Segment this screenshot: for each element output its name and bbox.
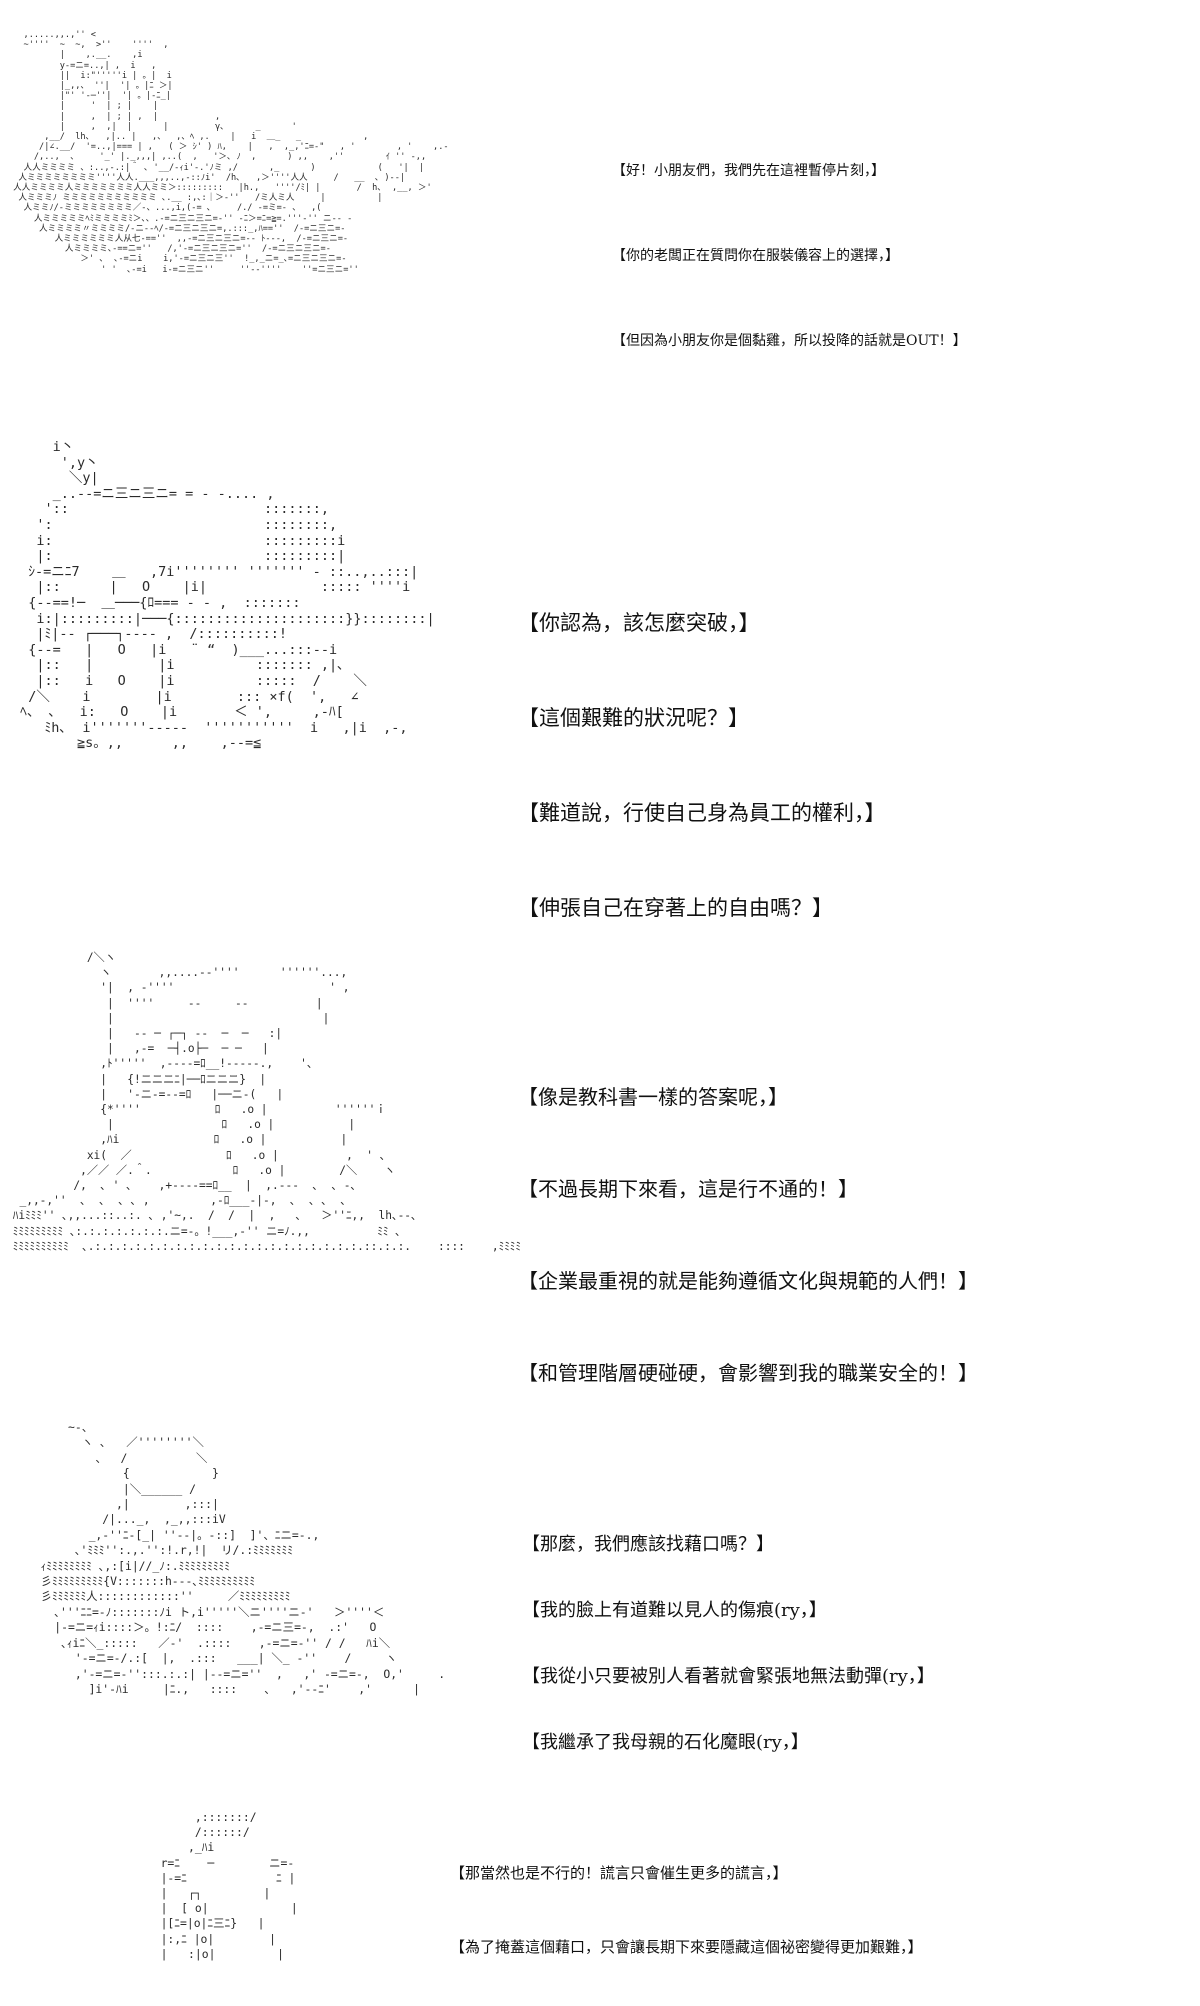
dialogue-line: 【不過長期下來看，這是行不通的！】 xyxy=(518,1177,858,1201)
castle-ship-ascii-art: ,.....,,.,'' < ~'''' ~ ~, >'' '''' , | ,… xyxy=(13,30,449,275)
panel-2: i丶 ',y丶 ＼y| _..--=ニ三ニ三ニ= = - -.... , '::… xyxy=(0,439,1200,920)
panel-1-dialogue: 【好！小朋友們，我們先在這裡暫停片刻，】 【你的老闆正在質問你在服裝儀容上的選擇… xyxy=(612,156,967,411)
dialogue-line: 【那麼，我們應該找藉口嗎？】 xyxy=(522,1534,774,1555)
dialogue-line: 【這個艱難的狀況呢？】 xyxy=(518,706,749,730)
dialogue-line: 【你認為，該怎麼突破，】 xyxy=(518,611,760,635)
dialogue-line: 【好！小朋友們，我們先在這裡暫停片刻，】 xyxy=(612,163,885,179)
sword-knight-ascii-art: /＼ヽ ヽ ,,....--'''' ''''''..., '| , -''''… xyxy=(12,951,521,1253)
dialogue-line: 【你的老闆正在質問你在服裝儀容上的選擇，】 xyxy=(612,248,899,264)
dialogue-line: 【那當然也是不行的！謊言只會催生更多的謊言，】 xyxy=(450,1864,788,1882)
dialogue-line: 【我從小只要被別人看著就會緊張地無法動彈(ry，】 xyxy=(522,1666,935,1687)
panel-5-dialogue: 【那當然也是不行的！謊言只會催生更多的謊言，】 【為了掩蓋這個藉口，只會讓長期下… xyxy=(450,1858,923,2006)
dialogue-line: 【但因為小朋友你是個黏雞，所以投降的話就是OUT！】 xyxy=(612,333,967,349)
round-helmet-knight-ascii-art: ~-、 ヽ ､ ／''''''''＼ 、 / ＼ { } |＼______ / … xyxy=(40,1420,446,1696)
dialogue-line: 【伸張自己在穿著上的自由嗎？】 xyxy=(518,896,833,920)
panel-4: ~-、 ヽ ､ ／''''''''＼ 、 / ＼ { } |＼______ / … xyxy=(0,1420,1200,1800)
panel-3: /＼ヽ ヽ ,,....--'''' ''''''..., '| , -''''… xyxy=(0,950,1200,1410)
panel-2-dialogue: 【你認為，該怎麼突破，】 【這個艱難的狀況呢？】 【難道說，行使自己身為員工的權… xyxy=(518,608,886,988)
partial-knight-ascii-art: ,:::::::/ /::::::/ ,_ﾊi r=ﾆ ─ ニ=- |-=ﾆ ﾆ… xyxy=(160,1810,298,1961)
dialogue-line: 【像是教科書一樣的答案呢，】 xyxy=(518,1085,788,1109)
dialogue-line: 【我的臉上有道難以見人的傷痕(ry，】 xyxy=(522,1600,827,1621)
dialogue-line: 【企業最重視的就是能夠遵循文化與規範的人們！】 xyxy=(518,1269,978,1293)
dialogue-line: 【和管理階層硬碰硬，會影響到我的職業安全的！】 xyxy=(518,1361,978,1385)
bucket-helmet-knight-ascii-art: i丶 ',y丶 ＼y| _..--=ニ三ニ三ニ= = - -.... , '::… xyxy=(20,439,435,752)
panel-4-dialogue: 【那麼，我們應該找藉口嗎？】 【我的臉上有道難以見人的傷痕(ry，】 【我從小只… xyxy=(522,1530,935,1794)
dialogue-line: 【我繼承了我母親的石化魔眼(ry，】 xyxy=(522,1732,809,1753)
dialogue-line: 【難道說，行使自己身為員工的權利，】 xyxy=(518,801,886,825)
dialogue-line: 【為了掩蓋這個藉口，只會讓長期下來要隱藏這個祕密變得更加艱難，】 xyxy=(450,1938,923,1956)
panel-3-dialogue: 【像是教科書一樣的答案呢，】 【不過長期下來看，這是行不通的！】 【企業最重視的… xyxy=(518,1082,978,1450)
panel-5: ,:::::::/ /::::::/ ,_ﾊi r=ﾆ ─ ニ=- |-=ﾆ ﾆ… xyxy=(0,1810,1200,2000)
panel-1: ,.....,,.,'' < ~'''' ~ ~, >'' '''' , | ,… xyxy=(0,20,1200,440)
